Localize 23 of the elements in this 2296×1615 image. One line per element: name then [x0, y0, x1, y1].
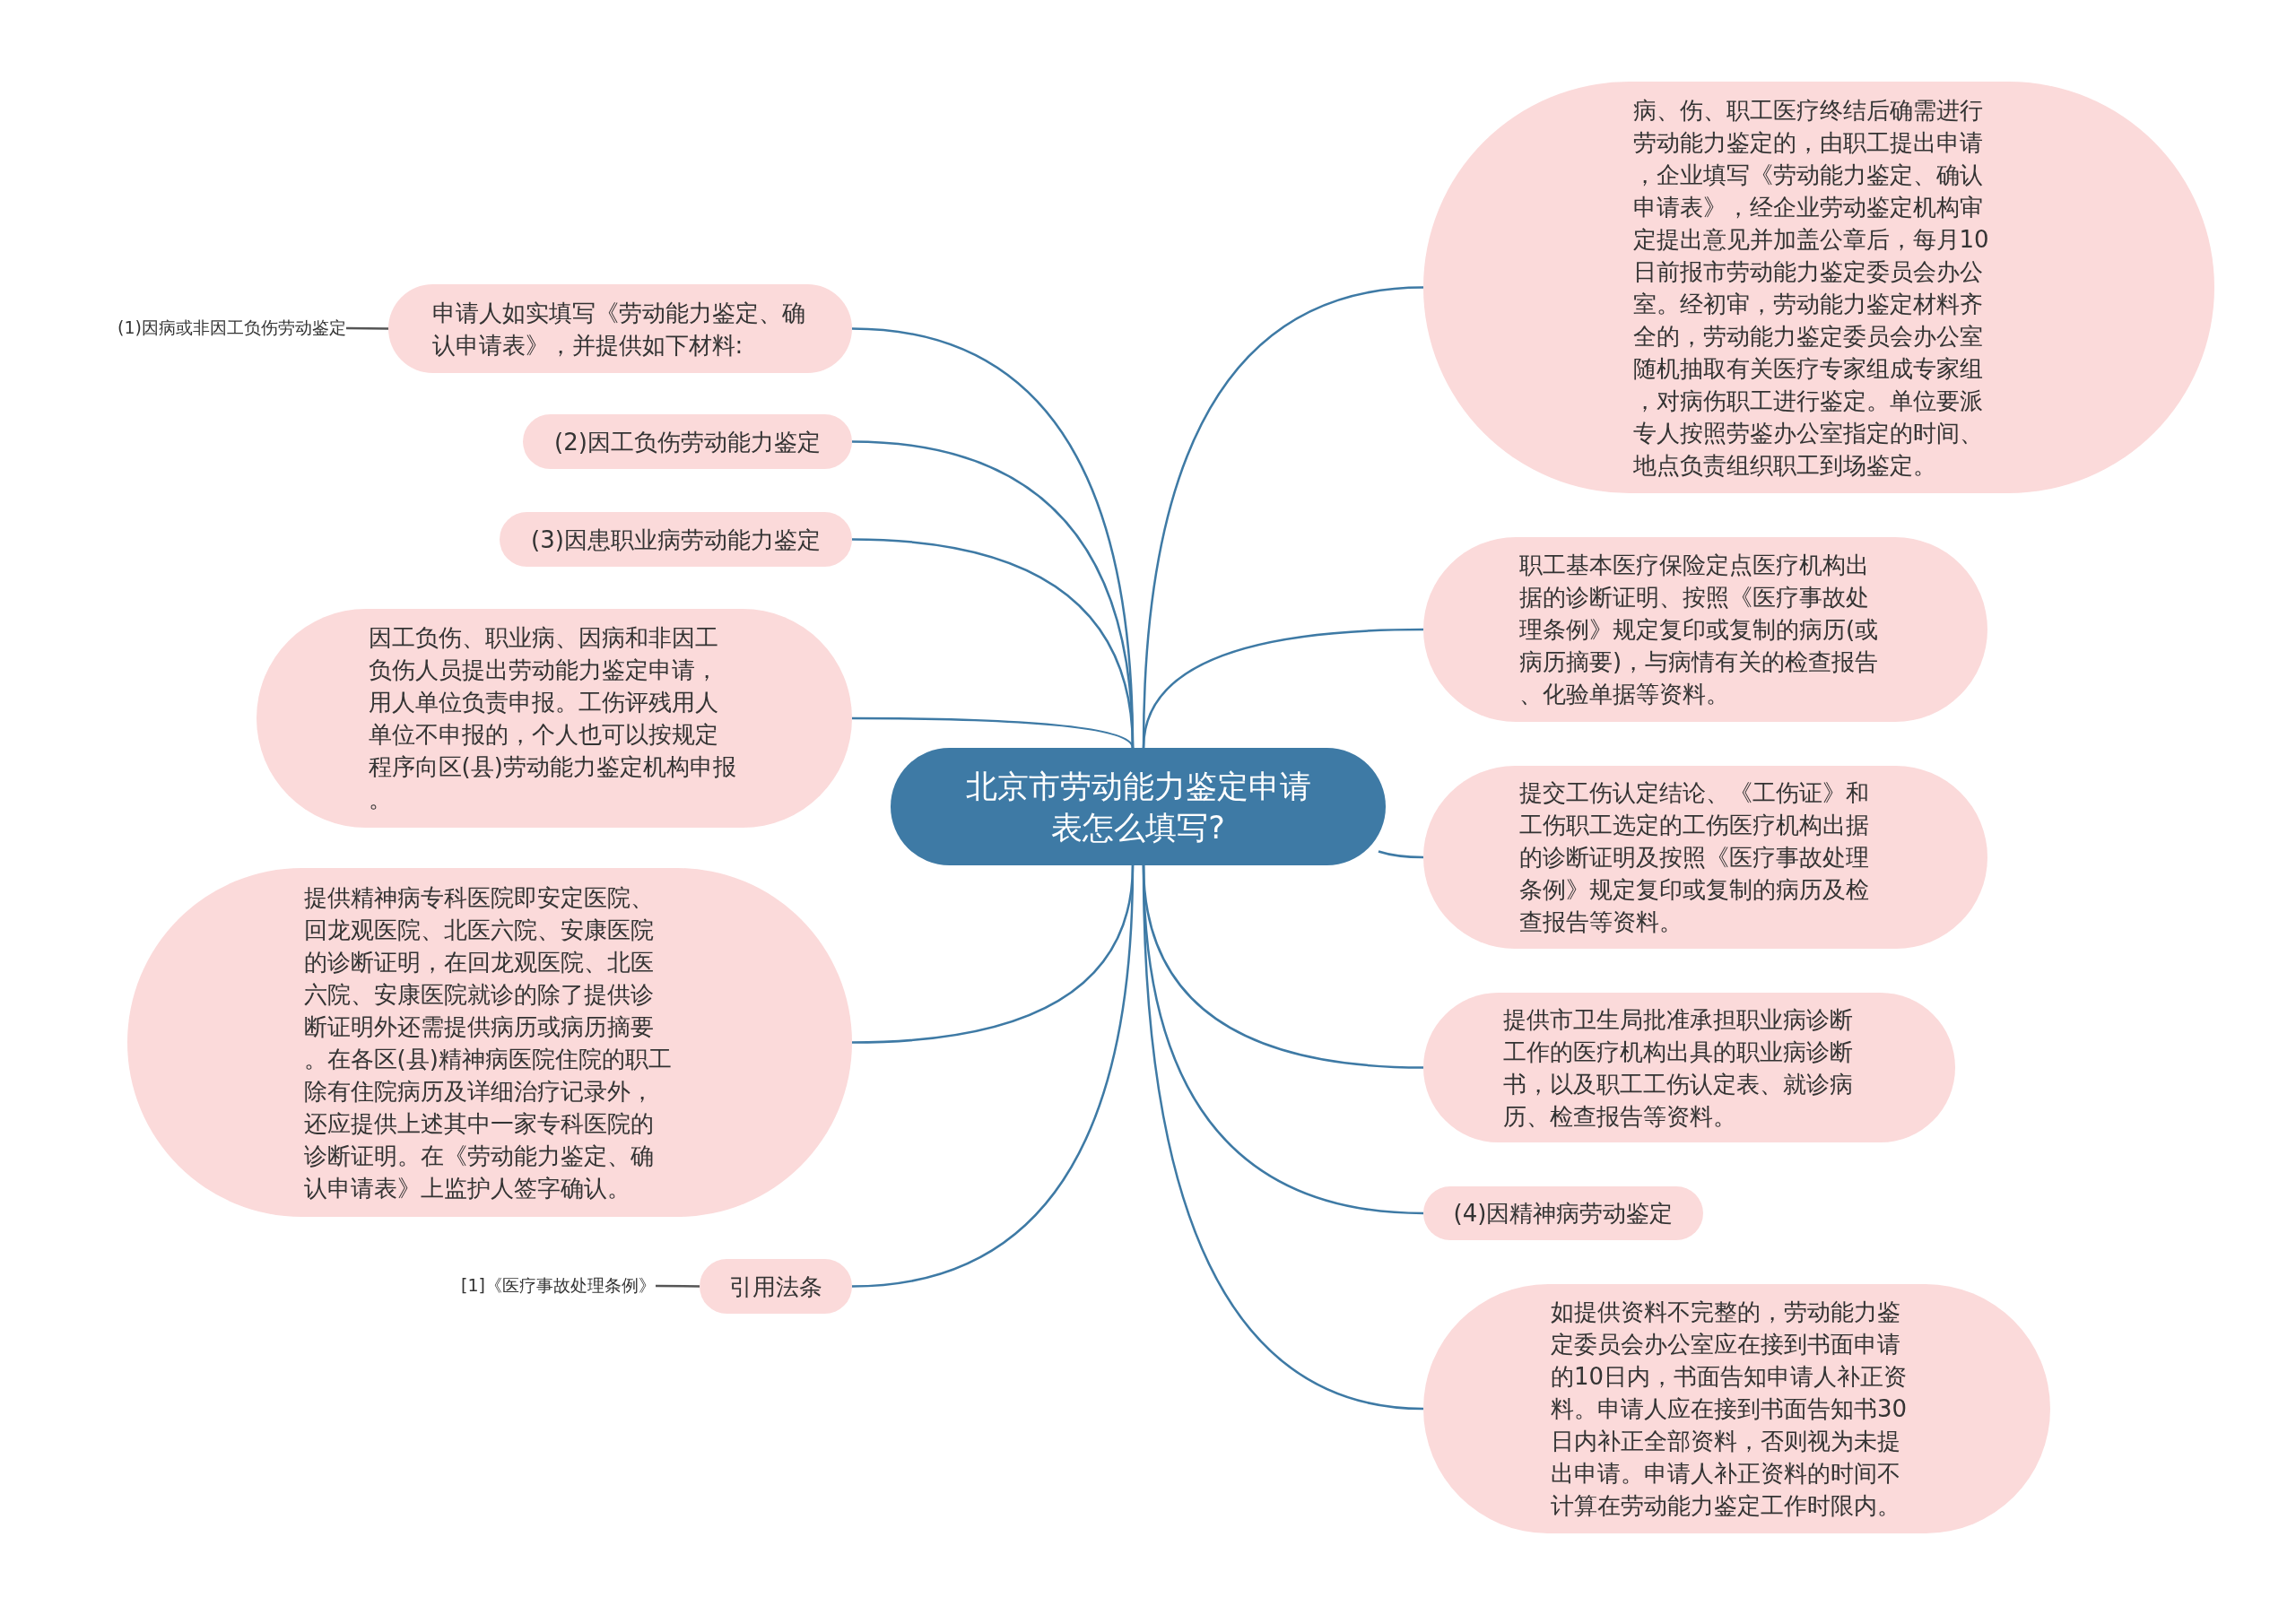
- bubble-text: 病、伤、职工医疗终结后确需进行劳动能力鉴定的，由职工提出申请，企业填写《劳动能力鉴定、确认申请表》，经企业劳动鉴定机构审定提出意见并加盖公章后，每月10日前报市劳动能力鉴定委员会办公室。经初审，劳动能力鉴定材料齐全的，劳动能力鉴定委员会办公室随机抽取有关医疗专家组成专家组，对病伤职工进行鉴定。单位要派专人按照劳鉴办公室指定的时间、地点负责组织职工到场鉴定。: [1632, 95, 1990, 481]
- connector-line: [656, 1284, 700, 1288]
- bubble-text: 如提供资料不完整的，劳动能力鉴定委员会办公室应在接到书面申请的10日内，书面告知申请人补正资料。申请人应在接到书面告知书30日内补正全部资料，否则视为未提出申请。申请人补正资料的时间不计算在劳动能力鉴定工作时限内。: [1551, 1298, 1909, 1521]
- topic-bubble: [1423, 1186, 1703, 1240]
- connector-line: [851, 864, 1135, 1288]
- bubble-text: 申请人如实填写《劳动能力鉴定、确认申请表》，并提供如下材料:: [431, 298, 806, 360]
- bubble-text: 提供市卫生局批准承担职业病诊断工作的医疗机构出具的职业病诊断书，以及职工工伤认定表、就诊病历、检查报告等资料。: [1503, 1004, 1854, 1132]
- connector-line: [852, 716, 1135, 749]
- connector-line: [1142, 864, 1424, 1411]
- connector-line: [346, 326, 388, 330]
- connector-line: [1378, 850, 1423, 859]
- topic-title: 北京市劳动能力鉴定申请表怎么填写?: [964, 767, 1312, 847]
- bubble-text: (2)因工负伤劳动能力鉴定: [554, 427, 821, 457]
- bubble-text: 职工基本医疗保险定点医疗机构出据的诊断证明、按照《医疗事故处理条例》规定复印或复制的病历(或病历摘要)，与病情有关的检查报告、化验单据等资料。: [1519, 551, 1880, 709]
- connector-line: [1142, 628, 1424, 749]
- bubble-text: 提交工伤认定结论、《工伤证》和工伤职工选定的工伤医疗机构出据的诊断证明及按照《医疗事故处理条例》规定复印或复制的病历及检查报告等资料。: [1519, 778, 1870, 937]
- leaf-text: (1)因病或非因工负伤劳动鉴定: [86, 314, 346, 343]
- bubble-text: 提供精神病专科医院即安定医院、回龙观医院、北医六院、安康医院的诊断证明，在回龙观医院、北医六院、安康医院就诊的除了提供诊断证明外还需提供病历或病历摘要。在各区(县)精神病医院住院的职工除有住院病历及详细治疗记录外，还应提供上述其中一家专科医院的诊断证明。在《劳动能力鉴定、确认申请表》上监护人签字确认。: [303, 882, 673, 1203]
- bubble-text: 因工负伤、职业病、因病和非因工负伤人员提出劳动能力鉴定申请，用人单位负责申报。工伤评残用人单位不申报的，个人也可以按规定程序向区(县)劳动能力鉴定机构申报。: [368, 623, 737, 814]
- bubble-text: 引用法条: [729, 1272, 822, 1302]
- leaf-text: [1]《医疗事故处理条例》: [436, 1272, 656, 1300]
- bubble-text: (4)因精神病劳动鉴定: [1453, 1199, 1674, 1229]
- bubble-text: (3)因患职业病劳动能力鉴定: [531, 525, 821, 555]
